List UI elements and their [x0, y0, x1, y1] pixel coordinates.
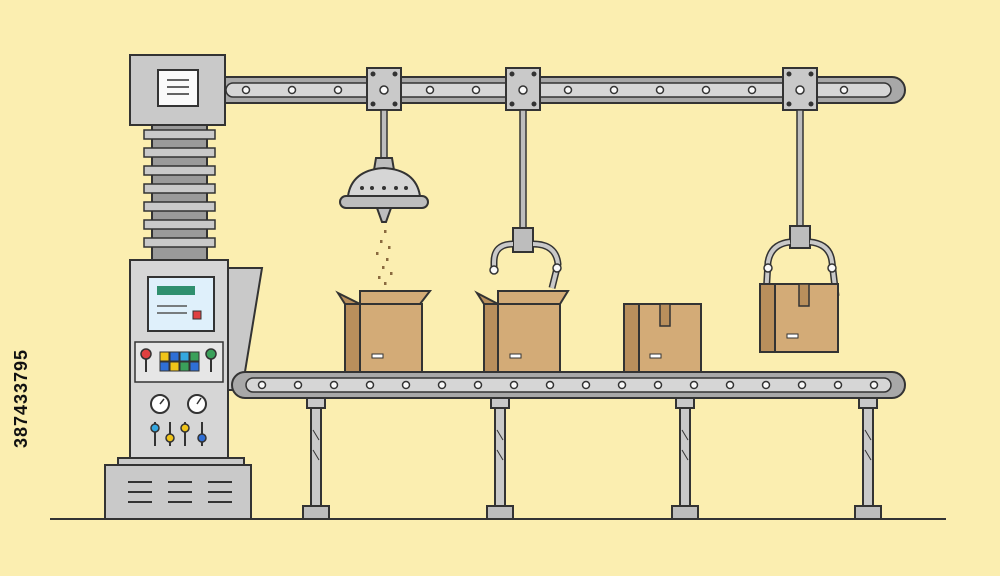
belt-roller [293, 380, 303, 390]
belt-roller [869, 380, 879, 390]
rail-bolts [241, 85, 849, 95]
particle [378, 276, 381, 279]
press-plate [143, 165, 216, 176]
open-box-gripped [474, 290, 570, 373]
rail-bolt [333, 85, 343, 95]
belt-roller [617, 380, 627, 390]
keypad-key [189, 361, 200, 372]
sealed-box [623, 303, 702, 373]
gripper-station [489, 67, 562, 289]
particle [386, 258, 389, 261]
rail-bolt [701, 85, 711, 95]
belt-roller [437, 380, 447, 390]
stock-id-text: 387433795 [11, 348, 32, 448]
rail-bolt [609, 85, 619, 95]
belt-roller [329, 380, 339, 390]
press-plates [143, 129, 216, 248]
keypad-key [169, 361, 180, 372]
joystick-red [140, 348, 152, 372]
base-vents [128, 481, 232, 503]
belt-roller [725, 380, 735, 390]
rail-bolt [241, 85, 251, 95]
tower-head-panel [157, 69, 199, 107]
toggle-switch [180, 423, 190, 433]
conveyor-leg [310, 407, 322, 507]
belt-rollers [257, 380, 879, 390]
belt-roller [797, 380, 807, 390]
screen-status-bar [157, 286, 195, 295]
toggle-switch [165, 433, 175, 443]
joystick-green [205, 348, 217, 372]
belt-roller [581, 380, 591, 390]
conveyor-leg [862, 407, 874, 507]
keypad-key [189, 351, 200, 362]
particle [388, 246, 391, 249]
keypad [159, 351, 200, 372]
belt-roller [473, 380, 483, 390]
belt-roller [689, 380, 699, 390]
stock-id-label: 387433795 [10, 338, 34, 458]
rail-bolt [839, 85, 849, 95]
conveyor-leg [679, 407, 691, 507]
rail-bolt [747, 85, 757, 95]
toggle-switches [150, 422, 207, 446]
gauge-right [187, 394, 207, 414]
press-plate [143, 183, 216, 194]
belt-roller [653, 380, 663, 390]
keypad-key [179, 361, 190, 372]
press-plate [143, 147, 216, 158]
keypad-key [169, 351, 180, 362]
belt-roller [509, 380, 519, 390]
rail-bolt [287, 85, 297, 95]
filling-station [339, 67, 429, 285]
falling-particles [376, 230, 393, 285]
conveyor-belt [231, 371, 906, 399]
screen-alert-indicator [192, 310, 202, 320]
press-plate [143, 129, 216, 140]
conveyor-legs [302, 397, 882, 520]
rail-bolt [563, 85, 573, 95]
rail-bolt [471, 85, 481, 95]
toggle-switch [197, 433, 207, 443]
lifted-box [759, 283, 839, 353]
open-box-filling [335, 290, 433, 373]
belt-roller [761, 380, 771, 390]
belt-roller [401, 380, 411, 390]
press-plate [143, 219, 216, 230]
belt-roller [257, 380, 267, 390]
press-plate [143, 201, 216, 212]
particle [380, 240, 383, 243]
toggle-switch [150, 423, 160, 433]
belt-roller [833, 380, 843, 390]
particle [376, 252, 379, 255]
particle [382, 266, 385, 269]
rail-bolt [655, 85, 665, 95]
rail-bolt [425, 85, 435, 95]
filling-nozzle-dome [346, 166, 422, 197]
particle [390, 272, 393, 275]
keypad-key [179, 351, 190, 362]
particle [384, 230, 387, 233]
gauge-left [150, 394, 170, 414]
particle [384, 282, 387, 285]
press-plate [143, 237, 216, 248]
control-screen [147, 276, 215, 332]
control-tower [104, 54, 264, 520]
belt-roller [545, 380, 555, 390]
keypad-key [159, 351, 170, 362]
conveyor-leg [494, 407, 506, 507]
keypad-key [159, 361, 170, 372]
belt-roller [365, 380, 375, 390]
lifter-station [762, 67, 840, 297]
